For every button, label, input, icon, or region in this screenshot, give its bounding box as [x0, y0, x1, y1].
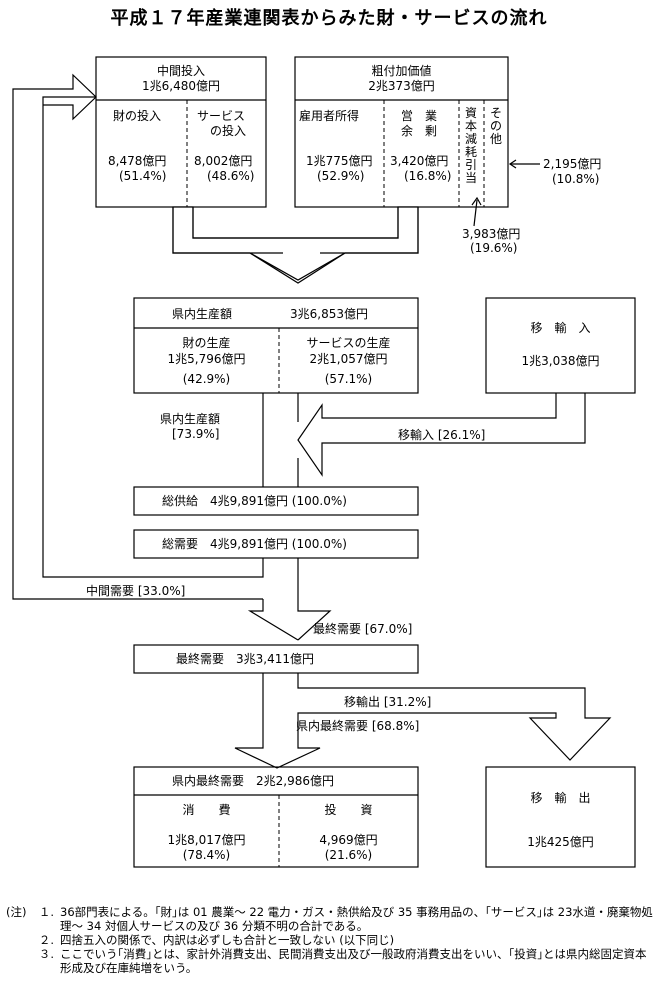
investment-pct: (21.6%): [324, 848, 373, 862]
services-production-value: 2兆1,057億円: [309, 352, 388, 366]
note-text: ここでいう｢消費｣とは、家計外消費支出、民間消費支出及び一般政府消費支出をいい、…: [60, 947, 647, 975]
production-flow-label-2: [73.9%]: [172, 427, 220, 441]
total-demand-text: 総需要 4兆9,891億円 (100.0%): [162, 537, 347, 551]
services-production-label: サービスの生産: [306, 336, 391, 350]
imports-flow-label: 移輸入 [26.1%]: [398, 428, 486, 442]
prefectural-final-flow-label: 県内最終需要 [68.8%]: [296, 719, 420, 733]
prefectural-final-demand-title: 県内最終需要 2兆2,986億円: [172, 774, 334, 788]
total-demand-box: [133, 529, 419, 559]
operating-surplus-label-2: 余 剰: [401, 124, 438, 138]
production-box: [133, 297, 419, 394]
note-text: 四捨五入の関係で、内訳は必ずしも合計と一致しない (以下同じ): [60, 933, 395, 947]
imports-value: 1兆3,038億円: [521, 354, 600, 368]
total-supply-text: 総供給 4兆9,891億円 (100.0%): [162, 494, 347, 508]
depreciation-pct: (19.6%): [470, 241, 518, 255]
exports-title: 移 輸 出: [530, 791, 591, 805]
consumption-pct: (78.4%): [182, 848, 231, 862]
prefectural-final-demand-box: [133, 766, 419, 868]
note-number: ３.: [38, 947, 54, 961]
goods-input-label: 財の投入: [113, 109, 162, 123]
depreciation-value: 3,983億円: [462, 227, 521, 241]
notes-label: (注): [6, 905, 27, 919]
final-demand-box: [133, 644, 419, 674]
note-row: (注) １. 36部門表による。｢財｣は 01 農業～ 22 電力・ガス・熱供給…: [6, 905, 654, 933]
note-number: ２.: [38, 933, 54, 947]
note-row: ２. 四捨五入の関係で、内訳は必ずしも合計と一致しない (以下同じ): [6, 933, 654, 947]
intermediate-input-title: 中間投入: [156, 64, 205, 78]
other-label: その他: [489, 106, 502, 146]
exports-flow-label: 移輸出 [31.2%]: [344, 695, 432, 709]
imports-box: [485, 297, 636, 394]
investment-label: 投 資: [324, 803, 373, 817]
operating-surplus-value: 3,420億円: [390, 154, 449, 168]
services-production-pct: (57.1%): [324, 372, 373, 386]
production-value: 3兆6,853億円: [290, 307, 368, 321]
production-flow-label-1: 県内生産額: [160, 412, 221, 426]
final-demand-text: 最終需要 3兆3,411億円: [176, 652, 314, 666]
intermediate-input-value: 1兆6,480億円: [142, 79, 220, 93]
total-supply-box: [133, 486, 419, 516]
diagram-title: 平成１７年産業連関表からみた財・サービスの流れ: [110, 8, 548, 29]
services-input-label-1: サービス: [197, 109, 246, 123]
value-added-title: 粗付加価値: [371, 64, 432, 78]
final-demand-flow-label: 最終需要 [67.0%]: [313, 622, 413, 636]
consumption-value: 1兆8,017億円: [167, 833, 246, 847]
employee-income-value: 1兆775億円: [306, 154, 373, 168]
services-input-value: 8,002億円: [194, 154, 253, 168]
depreciation-label: 資本減耗引当: [464, 106, 477, 185]
note-number: １.: [38, 905, 54, 919]
goods-input-value: 8,478億円: [108, 154, 167, 168]
exports-box: [485, 766, 636, 868]
operating-surplus-label-1: 営 業: [401, 109, 438, 123]
production-title: 県内生産額: [172, 307, 233, 321]
investment-value: 4,969億円: [319, 833, 378, 847]
goods-production-pct: (42.9%): [182, 372, 231, 386]
other-value: 2,195億円: [543, 157, 602, 171]
operating-surplus-pct: (16.8%): [404, 169, 452, 183]
note-text: 36部門表による。｢財｣は 01 農業～ 22 電力・ガス・熱供給及び 35 事…: [60, 905, 653, 933]
goods-input-pct: (51.4%): [119, 169, 167, 183]
employee-income-label: 雇用者所得: [299, 109, 360, 123]
exports-value: 1兆425億円: [527, 835, 594, 849]
services-input-label-2: の投入: [210, 124, 247, 138]
services-input-pct: (48.6%): [207, 169, 255, 183]
note-row: ３. ここでいう｢消費｣とは、家計外消費支出、民間消費支出及び一般政府消費支出を…: [6, 947, 654, 975]
intermediate-demand-label: 中間需要 [33.0%]: [86, 584, 186, 598]
value-added-value: 2兆373億円: [368, 79, 435, 93]
goods-production-label: 財の生産: [182, 336, 231, 350]
employee-income-pct: (52.9%): [317, 169, 365, 183]
consumption-label: 消 費: [182, 803, 231, 817]
imports-title: 移 輸 入: [530, 321, 591, 335]
notes: (注) １. 36部門表による。｢財｣は 01 農業～ 22 電力・ガス・熱供給…: [6, 905, 654, 975]
goods-production-value: 1兆5,796億円: [167, 352, 246, 366]
other-pct: (10.8%): [552, 172, 600, 186]
